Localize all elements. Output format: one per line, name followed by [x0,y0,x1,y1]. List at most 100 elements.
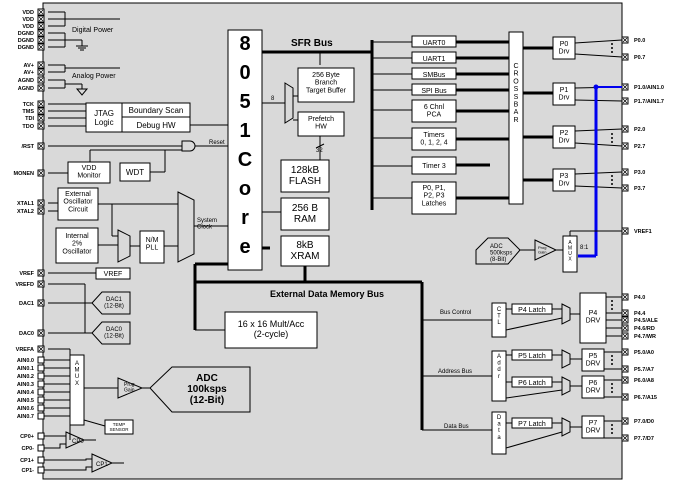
pin-label: DAC0 [19,331,34,337]
pin-label: CP1+ [20,458,34,464]
external-data-bus [193,246,492,431]
pin-label: CP0+ [20,434,34,440]
pin-label: XTAL2 [17,209,34,215]
pin-label: VDD [22,24,34,30]
xram-box [280,235,330,267]
pin-label: AGND [18,78,34,84]
pin-pad [37,412,45,420]
pin-pad [37,356,45,364]
data-bus-label: Data Bus [444,424,469,430]
pin-label: AIN0.7 [17,414,34,420]
power-wiring [48,11,120,96]
uart1-label: UART1 [423,56,446,63]
crossbar-box [508,31,524,205]
ext-data-bus-label: External Data Memory Bus [270,289,384,299]
adc-block [65,354,251,473]
pin-label: TMS [22,109,34,115]
core-char: 1 [239,120,250,142]
p5latch-label: P5 Latch [518,353,546,360]
cp-pin-group: CP0+CP0-CP1+CP1- [20,432,92,474]
pin-label: AGND [18,86,34,92]
pin-label: /RST [21,144,34,150]
ram-box [280,197,330,231]
pin-label: XTAL1 [17,201,34,207]
pin-label: P5.7/A7 [634,367,654,373]
reset-block [48,140,228,184]
pin-label: P0.0 [634,38,645,44]
pin-label: AV+ [24,63,34,69]
core-char: e [239,236,250,258]
sfr-bus-label: SFR Bus [291,38,333,49]
pin-label: P4.5/ALE [634,318,658,324]
p6latch-label: P6 Latch [518,380,546,387]
dac1-label: DAC1(12-Bit) [104,297,124,310]
core-char: o [239,178,251,200]
mult-acc-label: 16 x 16 Mult/Acc(2-cycle) [238,319,305,339]
bus-control-label: Bus Control [440,310,471,316]
pin-label: P6.7/A15 [634,395,657,401]
timer3-label: Timer 3 [422,163,446,170]
pin-label: VREFD [15,282,34,288]
analog-power-label: Analog Power [72,73,116,80]
pin-label: P4.7/WR [634,334,656,340]
pin-label: AIN0.2 [17,374,34,380]
pin-label: AV+ [24,70,34,76]
pin-label: P4.4 [634,311,646,317]
spi-label: SPI Bus [421,88,447,95]
pin-label: VREF [19,271,34,277]
uart0-label: UART0 [423,40,446,47]
smbus-label: SMBus [423,72,446,79]
sfr-bus [262,40,412,213]
pin-label: P0.7 [634,55,645,61]
adc-small-block [475,230,622,273]
vref-box-label: VREF [104,271,123,278]
pin-label: P6.0/A8 [634,378,654,384]
pin-label: P7.7/D7 [634,436,654,442]
pin-label: TCK [23,102,34,108]
pin-pad [37,444,45,452]
pin-label: AIN0.0 [17,358,34,364]
pin-label: VDD [22,10,34,16]
right-pin-group: P0.0P0.7P1.0/AIN1.0P1.7/AIN1.7P2.0P2.7P3… [611,36,664,442]
debug-hw-label: Debug HW [136,121,176,130]
oscillator-block [48,187,228,264]
pin-label: AIN0.3 [17,382,34,388]
port-drivers-top [523,36,623,192]
p7latch-label: P7 Latch [518,421,546,428]
pin-label: TDI [25,116,34,122]
pin-pad [37,404,45,412]
pin-label: CP1- [21,468,34,474]
pin-label: P2.7 [634,144,645,150]
pin-label: MONEN [14,171,35,177]
pin-pad [37,396,45,404]
pin-label: TDO [22,124,34,130]
wdt-label: WDT [126,168,144,177]
bus32-label: 32 [316,148,323,154]
